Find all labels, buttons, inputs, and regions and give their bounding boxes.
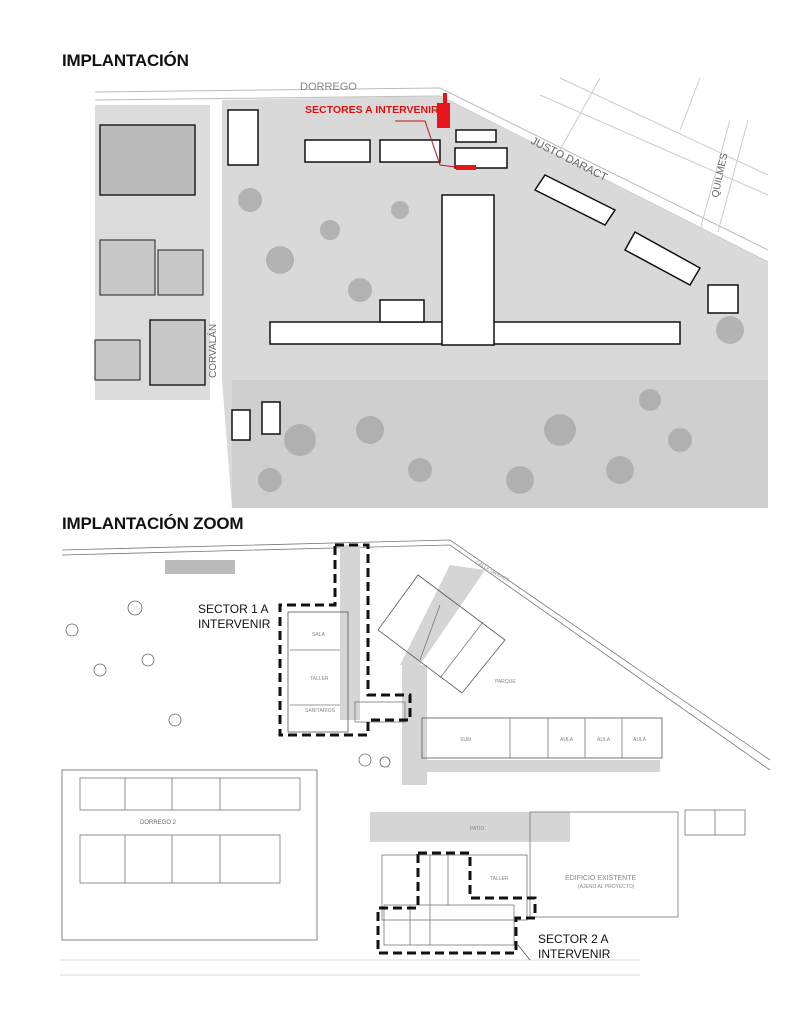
room-sanitarios: SANITARIOS xyxy=(305,708,336,714)
room-aula-1: AULA xyxy=(560,737,574,743)
room-patio: PATIO xyxy=(470,826,484,832)
room-taller: TALLER xyxy=(310,676,329,682)
sector-1-label-line1: SECTOR 1 A xyxy=(198,602,268,616)
zoom-plan xyxy=(60,539,771,976)
sector-1-label-line2: INTERVENIR xyxy=(198,617,271,631)
street-corvalan: CORVALÁN xyxy=(206,324,219,378)
room-sala: SALA xyxy=(312,632,325,638)
section-title-implantacion-zoom: IMPLANTACIÓN ZOOM xyxy=(62,514,244,533)
existing-building-note: (AJENO AL PROYECTO) xyxy=(578,884,635,890)
room-parque: PARQUE xyxy=(495,679,516,685)
sector-2-label-line1: SECTOR 2 A xyxy=(538,932,608,946)
sector-2-label-line2: INTERVENIR xyxy=(538,947,611,961)
sector-1-outline xyxy=(278,543,412,737)
existing-building-label: EDIFICIO EXISTENTE xyxy=(565,875,637,882)
street-dorrego: DORREGO xyxy=(300,81,357,93)
section-title-implantacion: IMPLANTACIÓN xyxy=(62,51,189,70)
room-aula-2: AULA xyxy=(597,737,611,743)
sector-highlight xyxy=(437,93,476,170)
dorrego-2-label: DORREGO 2 xyxy=(140,820,177,826)
site-plan: SECTORES A INTERVENIR DORREGO JUSTO DARA… xyxy=(94,77,769,508)
room-sum: SUM xyxy=(460,737,471,743)
sector-2-outline xyxy=(376,851,537,955)
sectores-callout-label: SECTORES A INTERVENIR xyxy=(305,104,439,116)
room-aula-3: AULA xyxy=(633,737,647,743)
room-taller-2: TALLER xyxy=(490,876,509,882)
